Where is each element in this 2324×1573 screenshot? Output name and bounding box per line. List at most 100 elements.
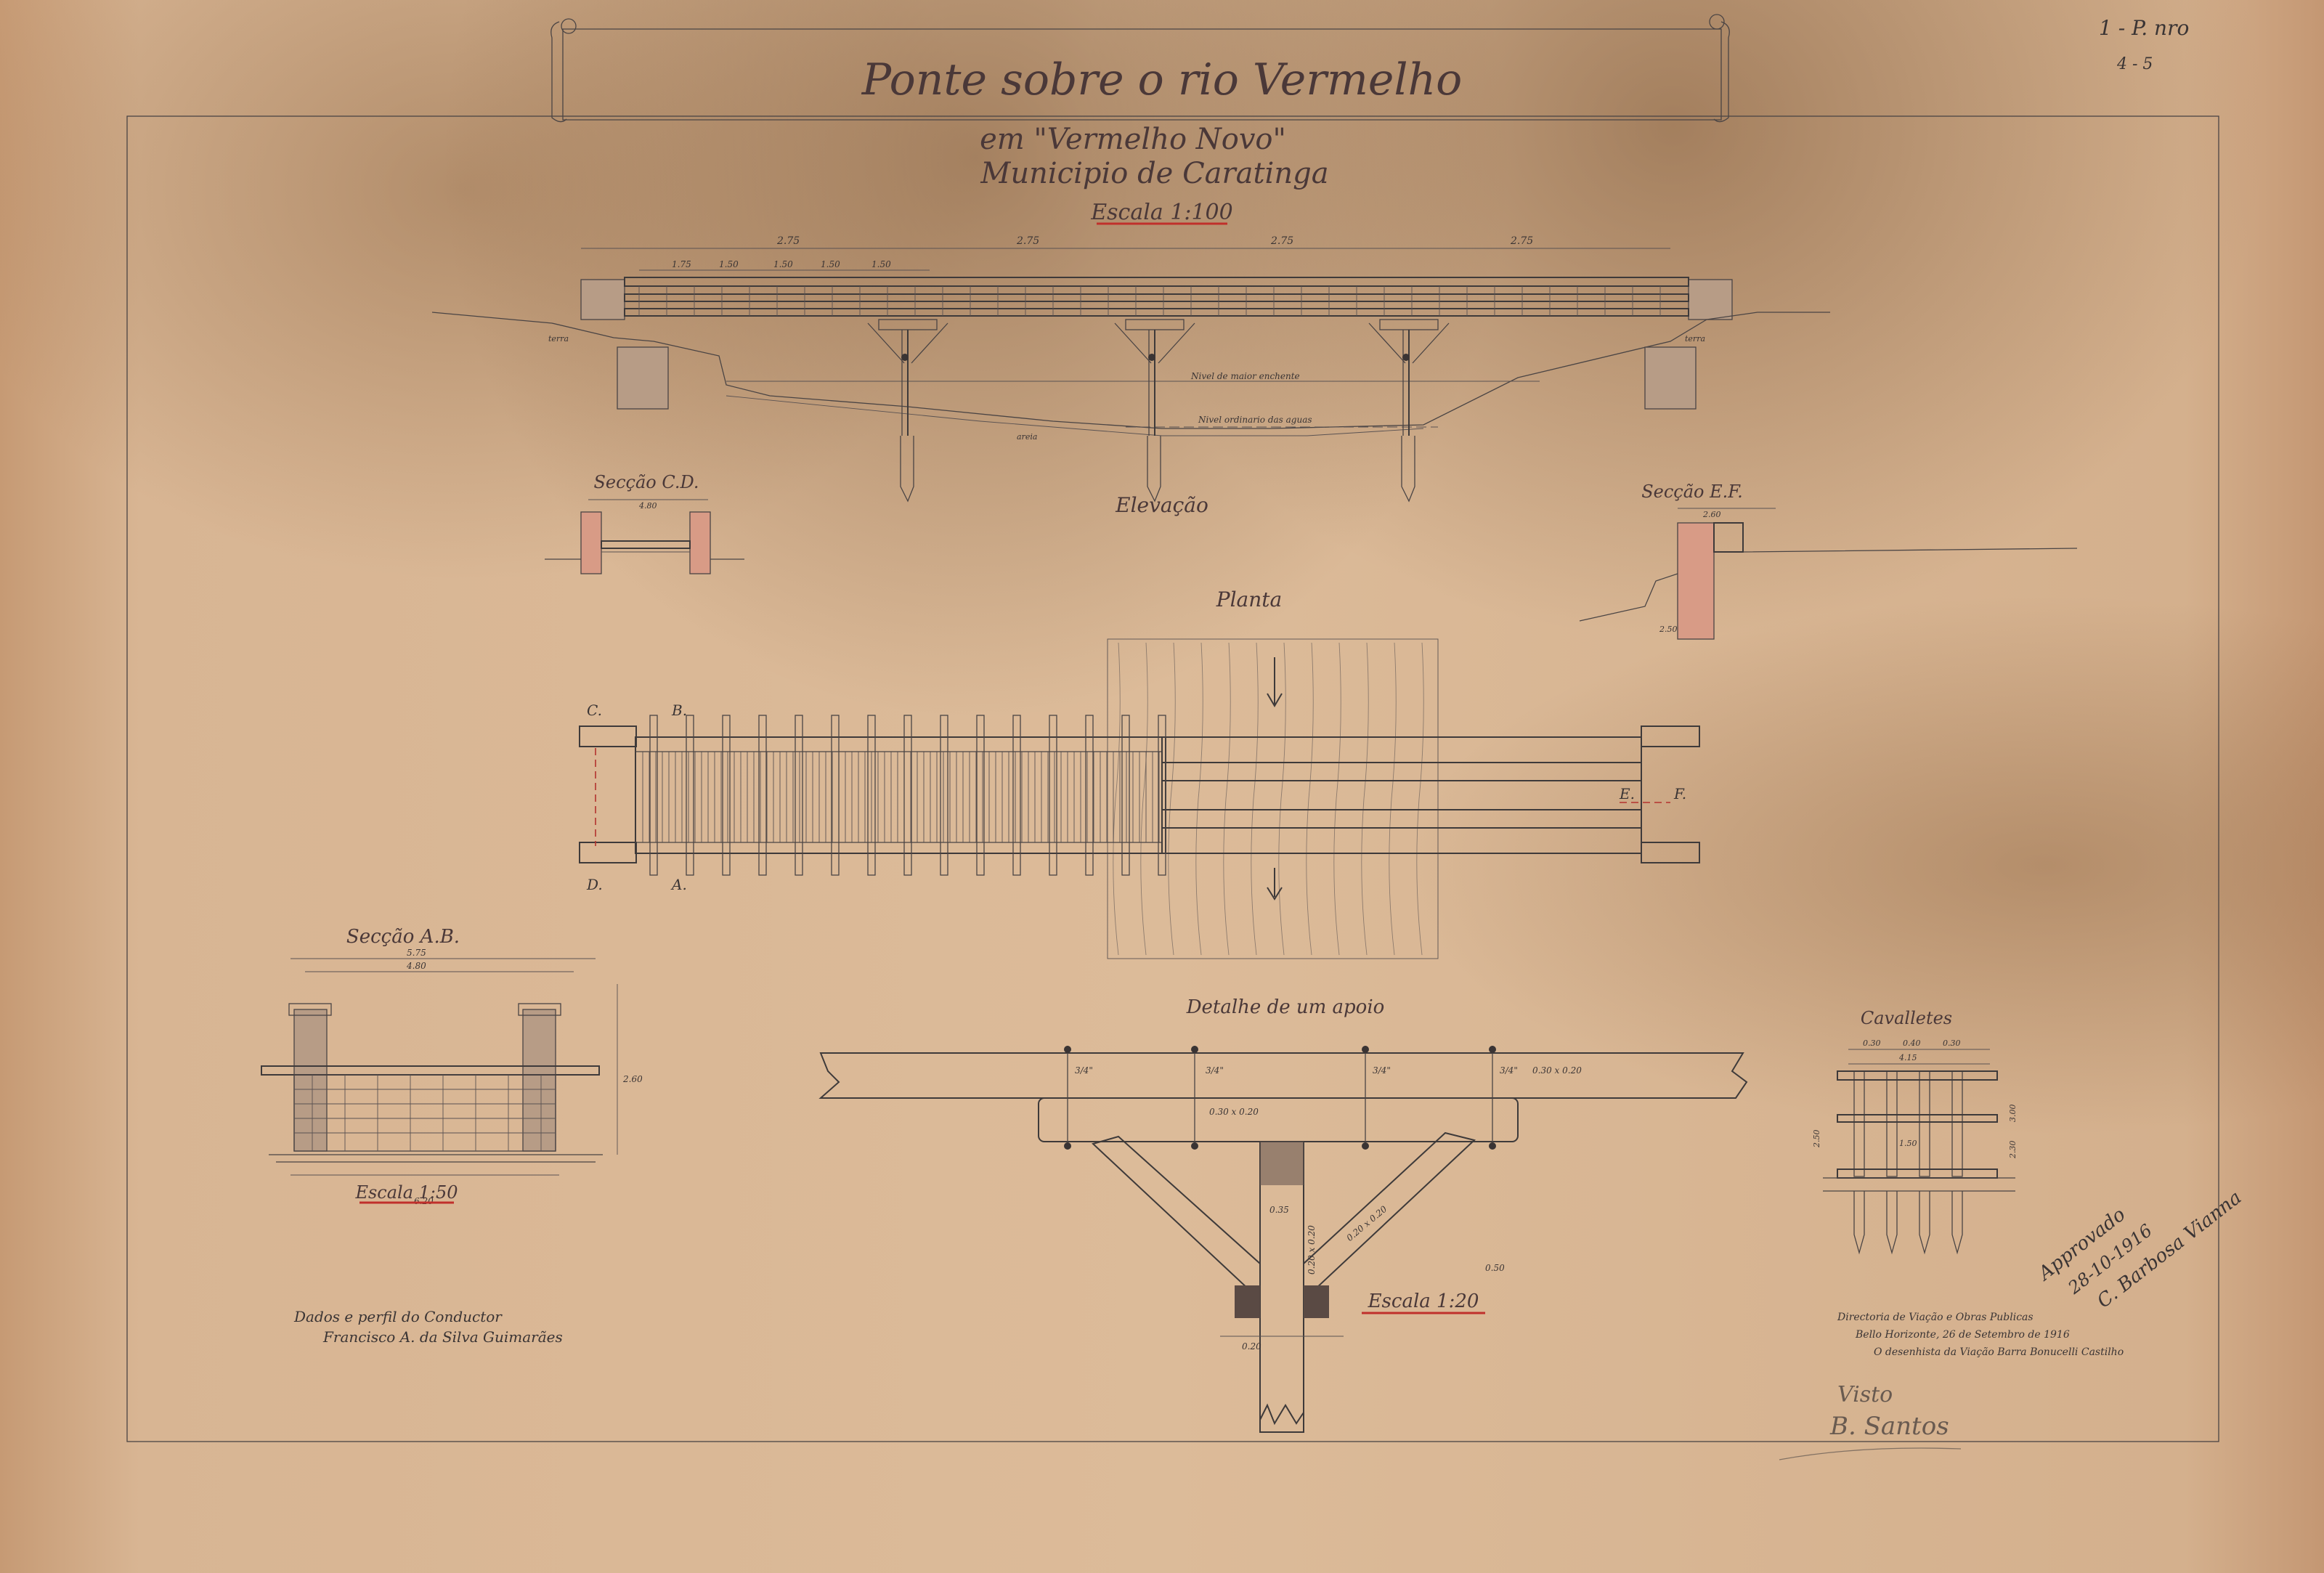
crossbeam <box>795 715 803 876</box>
plan-letter-d: D. <box>586 876 603 893</box>
plan-letter-b: B. <box>671 702 687 719</box>
river-line <box>1168 642 1176 956</box>
drawing-border <box>126 115 2219 1442</box>
elevation-span-1: 2.75 <box>776 235 800 247</box>
river-line <box>1306 642 1314 956</box>
plan-letter-e: E. <box>1619 785 1635 802</box>
corner-note-2: 4 - 5 <box>2116 55 2153 73</box>
elevation-span-4: 2.75 <box>1510 235 1533 247</box>
trestle-post <box>1919 1070 1930 1177</box>
section-ab-top: 5.75 <box>407 948 426 958</box>
trestle-h3: 2.30 <box>2008 1141 2018 1160</box>
crossbeam <box>831 715 840 876</box>
crossbeam <box>1049 715 1057 876</box>
elevation-sub-1: 1.75 <box>672 259 691 269</box>
river-line <box>1416 642 1424 956</box>
section-ab-view: Secção A.B. 5.75 4.80 2.60 6.20 Escala 1… <box>261 926 643 1206</box>
support-foot-dim: 0.20 <box>1242 1341 1261 1352</box>
corner-note: 1 - P. nro <box>2099 16 2189 40</box>
section-ab-scale: Escala 1:50 <box>354 1182 458 1203</box>
section-ef-width: 2.60 <box>1702 510 1721 519</box>
plan-letter-f: F. <box>1673 785 1686 802</box>
trestle-post <box>1886 1070 1898 1177</box>
trestle-mid: 1.50 <box>1899 1139 1917 1148</box>
elevation-sub-2: 1.50 <box>719 259 739 269</box>
river-line <box>1113 642 1121 956</box>
elevation-sub-4: 1.50 <box>821 259 840 269</box>
river-line <box>1389 642 1397 956</box>
crossbeam <box>940 715 948 876</box>
office-note-line1: Directoria de Viação e Obras Publicas <box>1837 1312 2033 1323</box>
title-scroll <box>550 14 1730 123</box>
plan-letter-c: C. <box>587 702 602 719</box>
visto-signature: Visto B. Santos <box>1779 1382 1962 1460</box>
elevation-title: Elevação <box>1115 493 1208 517</box>
trestle-post <box>1853 1070 1865 1177</box>
elevation-span-2: 2.75 <box>1016 235 1039 247</box>
section-ef-title: Secção E.F. <box>1641 481 1743 502</box>
section-cd-view: Secção C.D. 4.80 <box>545 472 744 574</box>
crossbeam <box>1158 715 1166 876</box>
section-cd-width: 4.80 <box>638 501 657 511</box>
plan-title: Planta <box>1216 588 1282 611</box>
crossbeam <box>722 715 731 876</box>
support-detail-view: Detalhe de um apoio 0.30 x 0.20 0.30 x 0… <box>818 996 1748 1433</box>
support-post-dim: 0.35 <box>1269 1205 1289 1215</box>
river-line <box>1278 642 1286 956</box>
terreno-left-label: terra <box>548 334 569 344</box>
elevation-view: 2.75 2.75 2.75 2.75 1.75 1.50 1.50 1.50 … <box>431 235 1830 517</box>
water-max-label: Nivel de maior enchente <box>1190 371 1300 381</box>
elevation-sub-3: 1.50 <box>773 259 793 269</box>
trestle-h2: 3.00 <box>2008 1105 2018 1123</box>
approval-signature: Approvado 28-10-1916 C. Barbosa Vianna <box>2033 1187 2246 1312</box>
support-bolt-1: 3/4" <box>1075 1065 1093 1076</box>
elevation-trestle <box>867 319 948 503</box>
crossbeam <box>758 715 767 876</box>
support-detail-scale: Escala 1:20 <box>1368 1290 1479 1312</box>
plan-view: Planta C. A. B. D. E. F. <box>579 588 1700 959</box>
trestles-title: Cavalletes <box>1861 1008 1952 1028</box>
river-line <box>1195 642 1203 956</box>
support-detail-title: Detalhe de um apoio <box>1186 996 1385 1018</box>
crossbeam <box>867 715 876 876</box>
crossbeam <box>686 715 694 876</box>
trestle-top-3: 0.30 <box>1943 1038 1961 1048</box>
crossbeam <box>903 715 912 876</box>
elevation-span-3: 2.75 <box>1270 235 1293 247</box>
section-ef-view: Secção E.F. 2.60 2.50 <box>1579 481 2078 640</box>
section-cd-title: Secção C.D. <box>593 472 699 492</box>
trestles-view: Cavalletes 0.30 0.40 0.30 4.15 1.50 2.50… <box>1812 1008 2018 1255</box>
crossbeam <box>1012 715 1021 876</box>
support-misc-dim: 0.50 <box>1485 1263 1505 1273</box>
river-line <box>1140 642 1148 956</box>
crossbeam <box>976 715 985 876</box>
drawing-municipality: Municipio de Caratinga <box>980 157 1328 190</box>
crossbeam <box>1085 715 1094 876</box>
support-brace-dim: 0.20 x 0.20 <box>1344 1203 1389 1243</box>
trestle-top-2: 0.40 <box>1903 1038 1921 1048</box>
section-ef-depth: 2.50 <box>1659 625 1678 634</box>
plan-letter-a: A. <box>670 876 687 893</box>
elevation-sub-5: 1.50 <box>871 259 891 269</box>
river-line <box>1223 642 1231 956</box>
trestle-h1: 2.50 <box>1812 1130 1821 1149</box>
support-bolt-3: 3/4" <box>1373 1065 1391 1076</box>
support-post-section: 0.20 x 0.20 <box>1307 1225 1317 1275</box>
river-line <box>1333 642 1341 956</box>
trestle-width: 4.15 <box>1898 1053 1917 1062</box>
water-ordinary-label: Nivel ordinario das aguas <box>1198 415 1312 425</box>
office-note-line2: Bello Horizonte, 26 de Setembro de 1916 <box>1855 1329 2070 1341</box>
visto-line2: B. Santos <box>1829 1412 1949 1441</box>
section-ab-inner: 4.80 <box>406 961 426 971</box>
crossbeam <box>649 715 658 876</box>
support-cap-dim: 0.30 x 0.20 <box>1209 1107 1259 1117</box>
visto-line1: Visto <box>1837 1382 1893 1407</box>
elevation-trestle <box>1114 319 1195 503</box>
conductor-note-line1: Dados e perfil do Conductor <box>293 1308 503 1325</box>
crossbeam <box>1121 715 1130 876</box>
areia-label: areia <box>1017 432 1037 442</box>
office-note-line3: O desenhista da Viação Barra Bonucelli C… <box>1874 1346 2124 1358</box>
support-beam-dim: 0.30 x 0.20 <box>1532 1065 1582 1076</box>
river-line <box>1251 642 1259 956</box>
